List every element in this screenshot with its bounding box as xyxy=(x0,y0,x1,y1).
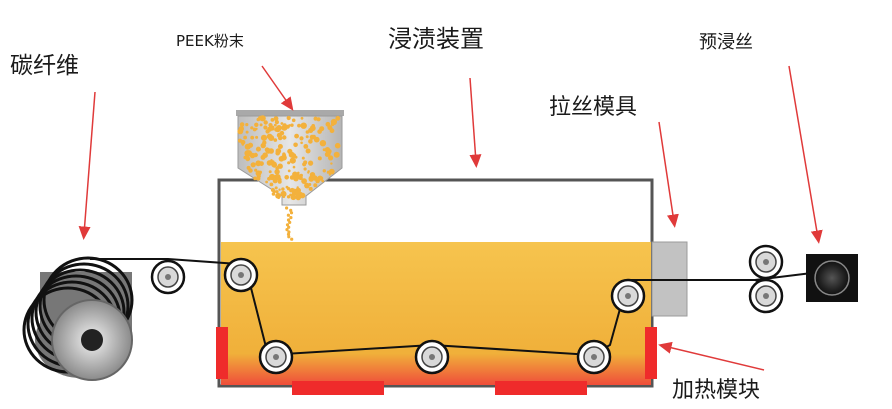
arrow-peek-powder xyxy=(261,65,294,111)
falling-powder xyxy=(285,206,294,241)
roller-8 xyxy=(748,278,784,314)
arrow-carbon-fiber xyxy=(78,91,96,240)
peek-powder-particles xyxy=(237,115,341,201)
arrow-heating-module xyxy=(658,341,765,371)
label-carbon-fiber: 碳纤维 xyxy=(10,53,79,79)
roller-6 xyxy=(610,278,646,314)
arrow-impregnation-device xyxy=(469,77,482,168)
heater-right xyxy=(645,327,657,379)
arrow-drawing-die xyxy=(658,121,679,228)
arrow-prepreg xyxy=(788,65,823,244)
label-impregnation-device: 浸渍装置 xyxy=(388,25,484,53)
heater-bottom-right xyxy=(495,381,587,395)
heater-left xyxy=(216,327,228,379)
label-prepreg: 预浸丝 xyxy=(699,32,753,53)
heater-bottom-left xyxy=(292,381,384,395)
roller-7 xyxy=(748,244,784,280)
roller-3 xyxy=(258,339,294,375)
label-heating-module: 加热模块 xyxy=(672,378,760,403)
roller-1 xyxy=(150,259,186,295)
guide-rollers xyxy=(150,244,784,375)
label-drawing-die: 拉丝模具 xyxy=(549,95,637,120)
roller-2 xyxy=(223,257,259,293)
label-peek-powder: PEEK粉末 xyxy=(176,32,244,50)
prepreg-spool-core xyxy=(814,260,850,296)
roller-5 xyxy=(576,339,612,375)
annotation-arrows xyxy=(78,65,823,371)
carbon-fiber-spool xyxy=(22,256,134,381)
powder-hopper xyxy=(236,110,344,206)
roller-4 xyxy=(414,339,450,375)
